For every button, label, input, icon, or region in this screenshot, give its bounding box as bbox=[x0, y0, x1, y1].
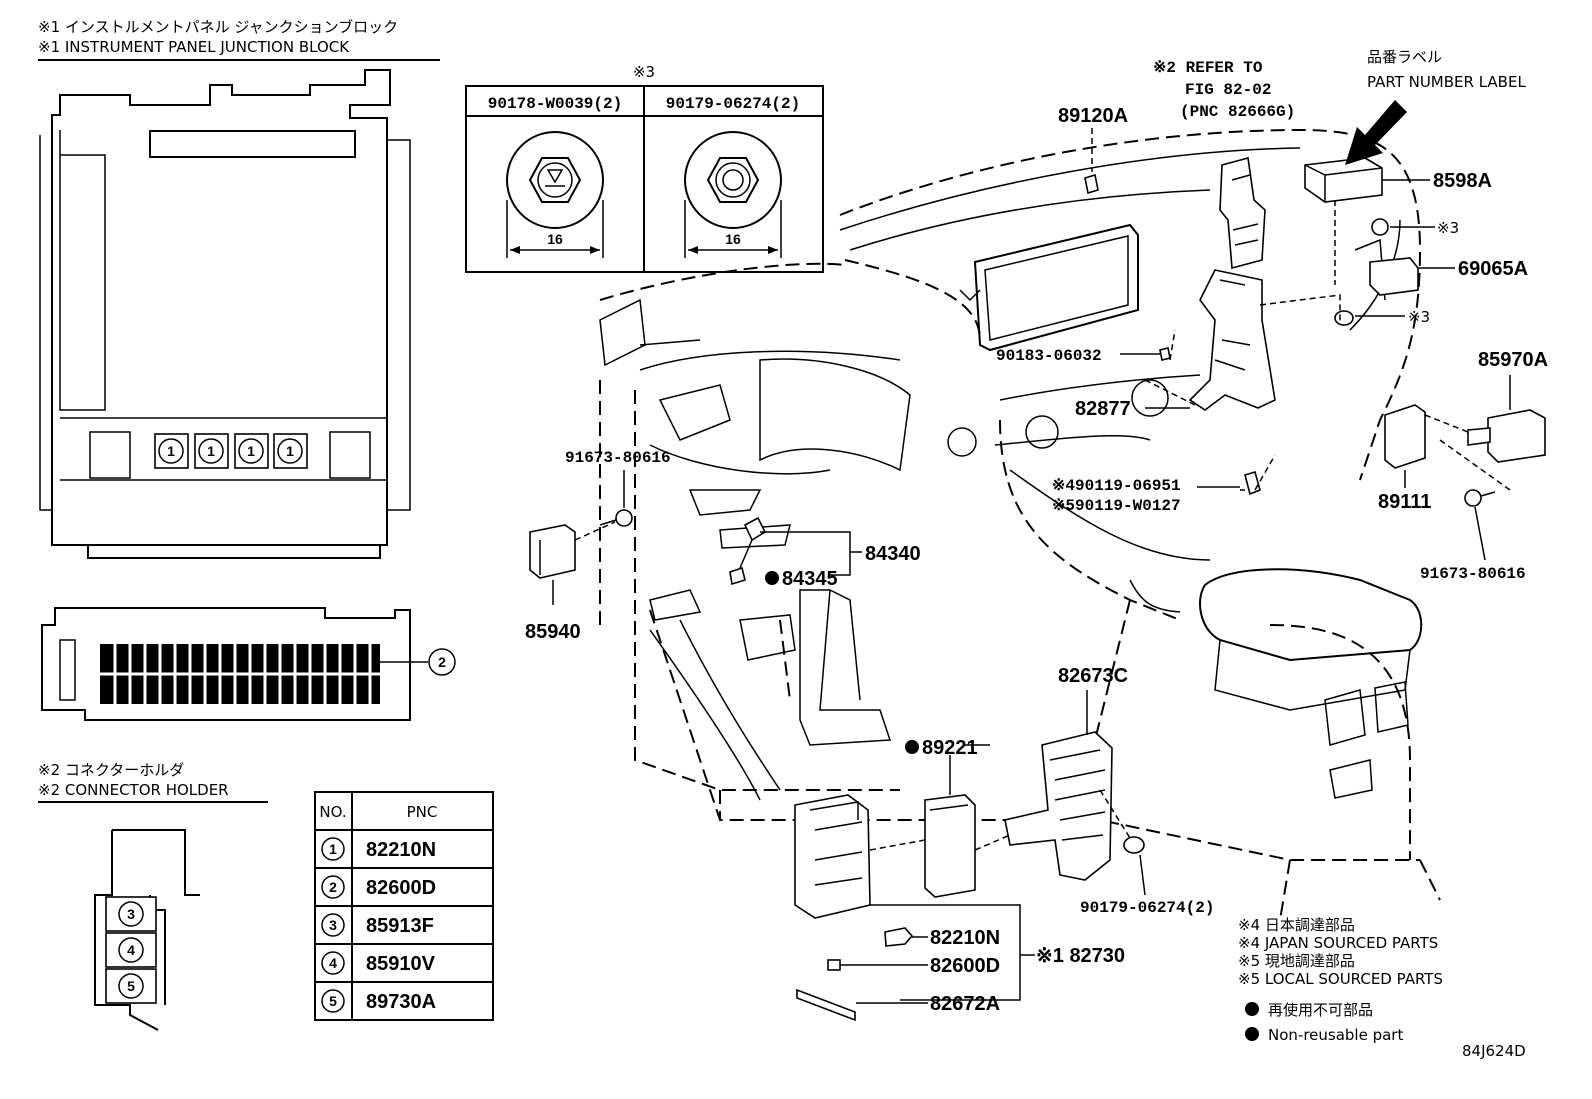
svg-text:1: 1 bbox=[329, 841, 337, 857]
fastener-table: ※3 90178-W0039(2) 90179-06274(2) 16 16 bbox=[465, 63, 824, 273]
relation-lines bbox=[574, 200, 1511, 851]
svg-text:※3: ※3 bbox=[633, 63, 655, 81]
dashboard-outline bbox=[599, 128, 1441, 921]
part-82877 bbox=[1188, 269, 1276, 411]
part-connector-holder bbox=[1219, 156, 1266, 270]
bolt-91673-left bbox=[599, 470, 633, 527]
part-82730 bbox=[794, 794, 1021, 1001]
part-69065A bbox=[1369, 257, 1455, 296]
label-3b: ※3 bbox=[1408, 308, 1430, 326]
svg-text:1: 1 bbox=[247, 443, 255, 459]
svg-text:85913F: 85913F bbox=[366, 915, 434, 937]
clip-3b bbox=[1334, 310, 1354, 326]
pnc-table: NO. PNC 1 82210N 2 82600D 3 85913F 4 859… bbox=[314, 791, 494, 1021]
jb-circle-row: 1 1 1 1 bbox=[154, 433, 308, 469]
bolt-91673-right bbox=[1464, 489, 1496, 561]
label-3a: ※3 bbox=[1437, 219, 1459, 237]
svg-text:NO.: NO. bbox=[319, 803, 346, 821]
label-note-en: PART NUMBER LABEL bbox=[1367, 73, 1526, 91]
clip-3a bbox=[1371, 218, 1389, 236]
part-85970A bbox=[1467, 375, 1546, 463]
svg-text:90178-W0039(2): 90178-W0039(2) bbox=[488, 95, 622, 113]
ch-title-jp: ※2 コネクターホルダ bbox=[38, 761, 184, 779]
svg-text:再使用不可部品: 再使用不可部品 bbox=[1268, 1001, 1373, 1019]
svg-text:3: 3 bbox=[329, 917, 337, 933]
svg-text:85910V: 85910V bbox=[366, 953, 436, 975]
svg-text:89730A: 89730A bbox=[366, 991, 436, 1013]
label-91673-left: 91673-80616 bbox=[565, 449, 671, 467]
svg-text:5: 5 bbox=[127, 978, 135, 994]
label-8598A: 8598A bbox=[1433, 170, 1492, 192]
label-89120A: 89120A bbox=[1058, 105, 1128, 127]
junction-block-front: 1 1 1 1 bbox=[39, 69, 411, 559]
part-89120A bbox=[1084, 128, 1099, 195]
label-90183: 90183-06032 bbox=[996, 347, 1102, 365]
part-89111 bbox=[1384, 404, 1426, 488]
label-84340: 84340 bbox=[865, 543, 921, 565]
svg-text:2: 2 bbox=[438, 654, 446, 670]
clip-90179 bbox=[1123, 836, 1146, 896]
svg-text:16: 16 bbox=[725, 231, 741, 247]
svg-text:※4 JAPAN SOURCED PARTS: ※4 JAPAN SOURCED PARTS bbox=[1238, 934, 1438, 952]
label-84345: 84345 bbox=[782, 568, 838, 590]
svg-text:90179-06274(2): 90179-06274(2) bbox=[666, 95, 800, 113]
label-91673-right: 91673-80616 bbox=[1420, 565, 1526, 583]
refer-line3: (PNC 82666G) bbox=[1180, 103, 1295, 121]
connector-holder: 3 4 5 bbox=[94, 829, 200, 1031]
svg-text:2: 2 bbox=[329, 879, 337, 895]
svg-text:82600D: 82600D bbox=[366, 877, 436, 899]
junction-block-side: 2 bbox=[41, 607, 456, 721]
bolt-90119 bbox=[1240, 470, 1261, 496]
svg-text:※5 現地調達部品: ※5 現地調達部品 bbox=[1238, 952, 1355, 970]
svg-text:4: 4 bbox=[329, 955, 337, 971]
label-note-jp: 品番ラベル bbox=[1367, 48, 1442, 66]
refer-line1: ※2 REFER TO bbox=[1153, 59, 1263, 77]
figure-code: 84J624D bbox=[1462, 1042, 1526, 1060]
legend: ※4 日本調達部品 ※4 JAPAN SOURCED PARTS ※5 現地調達… bbox=[1238, 916, 1443, 1044]
jb-title-en: ※1 INSTRUMENT PANEL JUNCTION BLOCK bbox=[38, 38, 350, 56]
part-82210N bbox=[884, 927, 928, 947]
label-82730: ※1 82730 bbox=[1036, 945, 1125, 967]
label-82672A: 82672A bbox=[930, 993, 1000, 1015]
label-90179: 90179-06274(2) bbox=[1080, 899, 1214, 917]
part-84340 bbox=[729, 516, 862, 586]
label-82600D: 82600D bbox=[930, 955, 1000, 977]
refer-line2: FIG 82-02 bbox=[1185, 81, 1271, 99]
svg-text:1: 1 bbox=[286, 443, 294, 459]
ch-title-en: ※2 CONNECTOR HOLDER bbox=[38, 781, 229, 799]
label-90119a: ※490119-06951 bbox=[1052, 477, 1181, 495]
label-85970A: 85970A bbox=[1478, 349, 1548, 371]
part-82672A bbox=[796, 988, 928, 1022]
label-82210N: 82210N bbox=[930, 927, 1000, 949]
svg-text:Non-reusable part: Non-reusable part bbox=[1268, 1026, 1403, 1044]
dashboard-details bbox=[599, 147, 1423, 801]
svg-text:5: 5 bbox=[329, 993, 337, 1009]
svg-text:16: 16 bbox=[547, 231, 563, 247]
label-89221: 89221 bbox=[922, 737, 978, 759]
svg-text:1: 1 bbox=[167, 443, 175, 459]
svg-text:82210N: 82210N bbox=[366, 839, 436, 861]
part-8598A bbox=[1304, 157, 1430, 203]
label-69065A: 69065A bbox=[1458, 258, 1528, 280]
part-82600D bbox=[827, 959, 928, 971]
svg-text:PNC: PNC bbox=[407, 803, 438, 821]
bolt-90183 bbox=[1159, 347, 1171, 361]
svg-text:※4 日本調達部品: ※4 日本調達部品 bbox=[1238, 916, 1355, 934]
svg-text:3: 3 bbox=[127, 906, 135, 922]
label-82877: 82877 bbox=[1075, 398, 1131, 420]
label-82673C: 82673C bbox=[1058, 665, 1128, 687]
jb-title-jp: ※1 インストルメントパネル ジャンクションブロック bbox=[38, 18, 398, 36]
svg-text:4: 4 bbox=[127, 942, 135, 958]
label-85940: 85940 bbox=[525, 621, 581, 643]
part-85940 bbox=[529, 524, 576, 605]
svg-text:※5 LOCAL SOURCED PARTS: ※5 LOCAL SOURCED PARTS bbox=[1238, 970, 1443, 988]
label-89111: 89111 bbox=[1378, 491, 1431, 513]
svg-text:1: 1 bbox=[207, 443, 215, 459]
part-89221 bbox=[924, 755, 976, 898]
label-90119b: ※590119-W0127 bbox=[1052, 497, 1181, 515]
part-82673C bbox=[1004, 690, 1113, 881]
label-arrow bbox=[1345, 100, 1407, 165]
